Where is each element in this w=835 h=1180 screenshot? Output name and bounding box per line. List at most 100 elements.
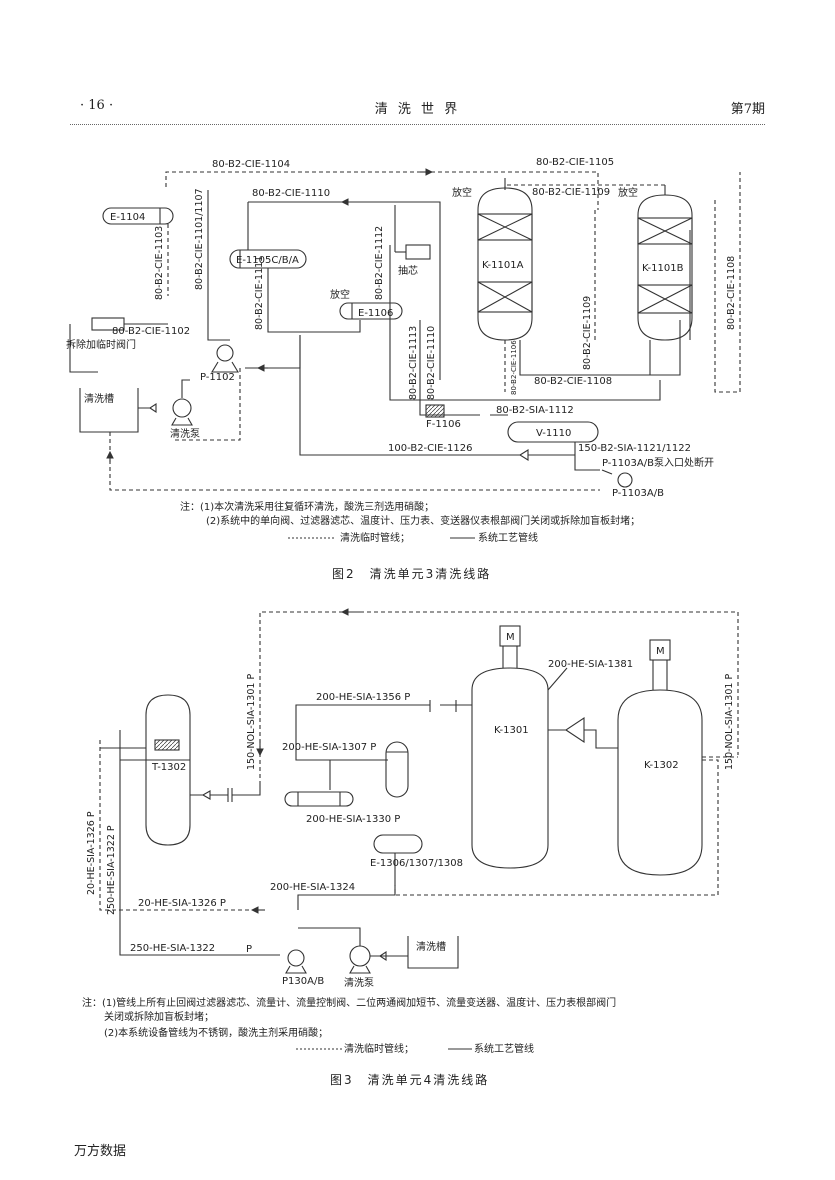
legend-sys: 系统工艺管线 <box>474 1042 534 1055</box>
motor-label: M <box>506 632 515 643</box>
pipe-label: 200-HE-SIA-1381 <box>548 659 633 670</box>
temp-valve-label: 拆除加临时阀门 <box>66 338 136 351</box>
column-t1302 <box>145 694 191 846</box>
pipe-label: 20-HE-SIA-1326 P <box>86 811 97 895</box>
figure-3 <box>99 608 739 1050</box>
pipe-label: P <box>246 944 252 955</box>
vessel-v1110 <box>507 421 599 443</box>
figure-note: 关闭或拆除加盲板封堵； <box>104 1010 214 1023</box>
bed-b-bottom <box>637 284 693 314</box>
vent-label: 放空 <box>618 186 638 199</box>
equipment-label: T-1302 <box>151 762 186 773</box>
equipment-label: V-1110 <box>536 428 571 439</box>
pipe-label: 80-B2-CIE-1101/1107 <box>194 188 205 290</box>
header-rule <box>70 124 765 125</box>
cleaning-tank-3 <box>407 936 459 969</box>
equipment-label: K-1302 <box>644 760 679 771</box>
motor-label: M <box>656 646 665 657</box>
pipe-label: 80-B2-CIE-1110 <box>252 188 330 199</box>
pipe-label: 150-NOL-SIA-1301 P <box>246 674 257 770</box>
pipe-label: 250-HE-SIA-1322 <box>130 943 215 954</box>
figure-3-labels: 150-NOL-SIA-1301 P 150-NOL-SIA-1301 P 20… <box>82 632 735 1087</box>
equipment-label: E-1105C/B/A <box>236 255 299 266</box>
footer-watermark: 万方数据 <box>74 1144 127 1159</box>
motor-k1302 <box>649 639 671 661</box>
pipe-label: 200-HE-SIA-1330 P <box>306 814 400 825</box>
pipe-label: 200-HE-SIA-1324 <box>270 882 355 893</box>
pipe-label: 100-B2-CIE-1126 <box>388 443 472 454</box>
pump-label: 清洗泵 <box>170 427 200 440</box>
figure-note: (2)系统中的单向阀、过滤器滤芯、温度计、压力表、变送器仪表根部阀门关闭或拆除加… <box>206 514 640 527</box>
pipe-label: 80-B2-CIE-1109 <box>532 187 610 198</box>
pipe-label: 80-B2-CIE-1110 <box>426 326 437 400</box>
pump-p130 <box>287 949 305 967</box>
page-number: · 16 · <box>80 98 114 113</box>
pipe-label: 80-B2-CIE-1112 <box>374 226 385 300</box>
figure-2 <box>69 168 741 539</box>
pipe-label: 80-B2-CIE-1108 <box>726 256 737 330</box>
equipment-label: K-1101B <box>642 263 684 274</box>
motor-k1301 <box>499 625 521 647</box>
valve-k1301-k1302 <box>548 716 585 744</box>
filter-f1106 <box>425 404 445 418</box>
reactor-k1101a <box>477 187 533 341</box>
equipment-label: P-1103A/B <box>612 488 664 499</box>
exchanger-e1104 <box>102 207 174 225</box>
figure-note: 注：(1)管线上所有止回阀过滤器滤芯、流量计、流量控制阀、二位两通阀加短节、流量… <box>82 996 616 1009</box>
pump-p1103 <box>617 472 633 488</box>
equipment-label: E-1106 <box>358 308 393 319</box>
pipe-label: 80-B2-CIE-1103 <box>154 226 165 300</box>
pipe-1110-line <box>248 201 441 250</box>
equipment-label: K-1101A <box>482 260 524 271</box>
equipment-label: K-1301 <box>494 725 529 736</box>
pipe-label: 80-B2-CIE-1111 <box>254 256 265 330</box>
legend-sys: 系统工艺管线 <box>478 531 538 544</box>
equipment-label: E-1306/1307/1308 <box>370 858 463 869</box>
pump-p1102 <box>216 344 234 362</box>
pipe-label: 200-HE-SIA-1356 P <box>316 692 410 703</box>
reactor-k1101b <box>637 194 693 341</box>
pipe-label: 80-B2-CIE-1105 <box>536 157 614 168</box>
figure-caption: 图2 清洗单元3清洗线路 <box>332 566 491 581</box>
pipe-label: 80-B2-SIA-1112 <box>496 405 574 416</box>
reactor-k1301 <box>471 667 549 869</box>
pumpout-label: 抽芯 <box>398 264 418 277</box>
equipment-label: E-1104 <box>110 212 145 223</box>
figure-note: 注：(1)本次清洗采用往复循环清洗，酸洗三剂选用硝酸； <box>180 500 434 513</box>
equipment-label: P-1102 <box>200 372 235 383</box>
bed-a-bottom <box>477 281 533 313</box>
bed-b-top <box>637 217 693 245</box>
pipe-label: 80-B2-CIE-1109 <box>582 296 593 370</box>
equipment-label: F-1106 <box>426 419 461 430</box>
tank-label: 清洗槽 <box>84 392 114 405</box>
cleaning-pump-3 <box>349 945 371 967</box>
pump-label: P130A/B <box>282 976 324 987</box>
vent-label: 放空 <box>452 186 472 199</box>
pump-label: 清洗泵 <box>344 976 374 989</box>
pipe-label: 80-B2-CIE-1106 <box>510 340 518 395</box>
inlet-note: P-1103A/B泵入口处断开 <box>602 456 714 469</box>
pipe-label: 80-B2-CIE-1102 <box>112 326 190 337</box>
cleaning-pump-2 <box>172 398 192 418</box>
legend-temp: 清洗临时管线； <box>344 1042 414 1055</box>
pipe-label: 250-HE-SIA-1322 P <box>106 825 117 915</box>
figure-2-labels: 80-B2-CIE-1104 80-B2-CIE-1105 80-B2-CIE-… <box>66 157 737 581</box>
pipe-label: 80-B2-CIE-1108 <box>534 376 612 387</box>
pumpout-cooler <box>405 244 431 260</box>
exchanger-e1306 <box>373 834 423 854</box>
tank-label: 清洗槽 <box>416 940 446 953</box>
figure-note: (2)本系统设备管线为不锈钢，酸洗主剂采用硝酸； <box>104 1026 328 1039</box>
exchanger-e1106 <box>339 302 403 320</box>
pipe-label: 80-B2-CIE-1104 <box>212 159 290 170</box>
pipe-label: 200-HE-SIA-1307 P <box>282 742 376 753</box>
cleaning-tank-2 <box>79 388 139 433</box>
reactor-k1302 <box>617 689 703 876</box>
exchanger-1307 <box>385 741 409 798</box>
figure-caption: 图3 清洗单元4清洗线路 <box>330 1072 489 1087</box>
issue-number: 第7期 <box>730 102 765 117</box>
journal-title: 清 洗 世 界 <box>374 102 461 117</box>
pipe-1104-line <box>165 171 599 210</box>
exchanger-1330 <box>284 791 354 807</box>
pipe-label: 150-B2-SIA-1121/1122 <box>578 443 691 454</box>
